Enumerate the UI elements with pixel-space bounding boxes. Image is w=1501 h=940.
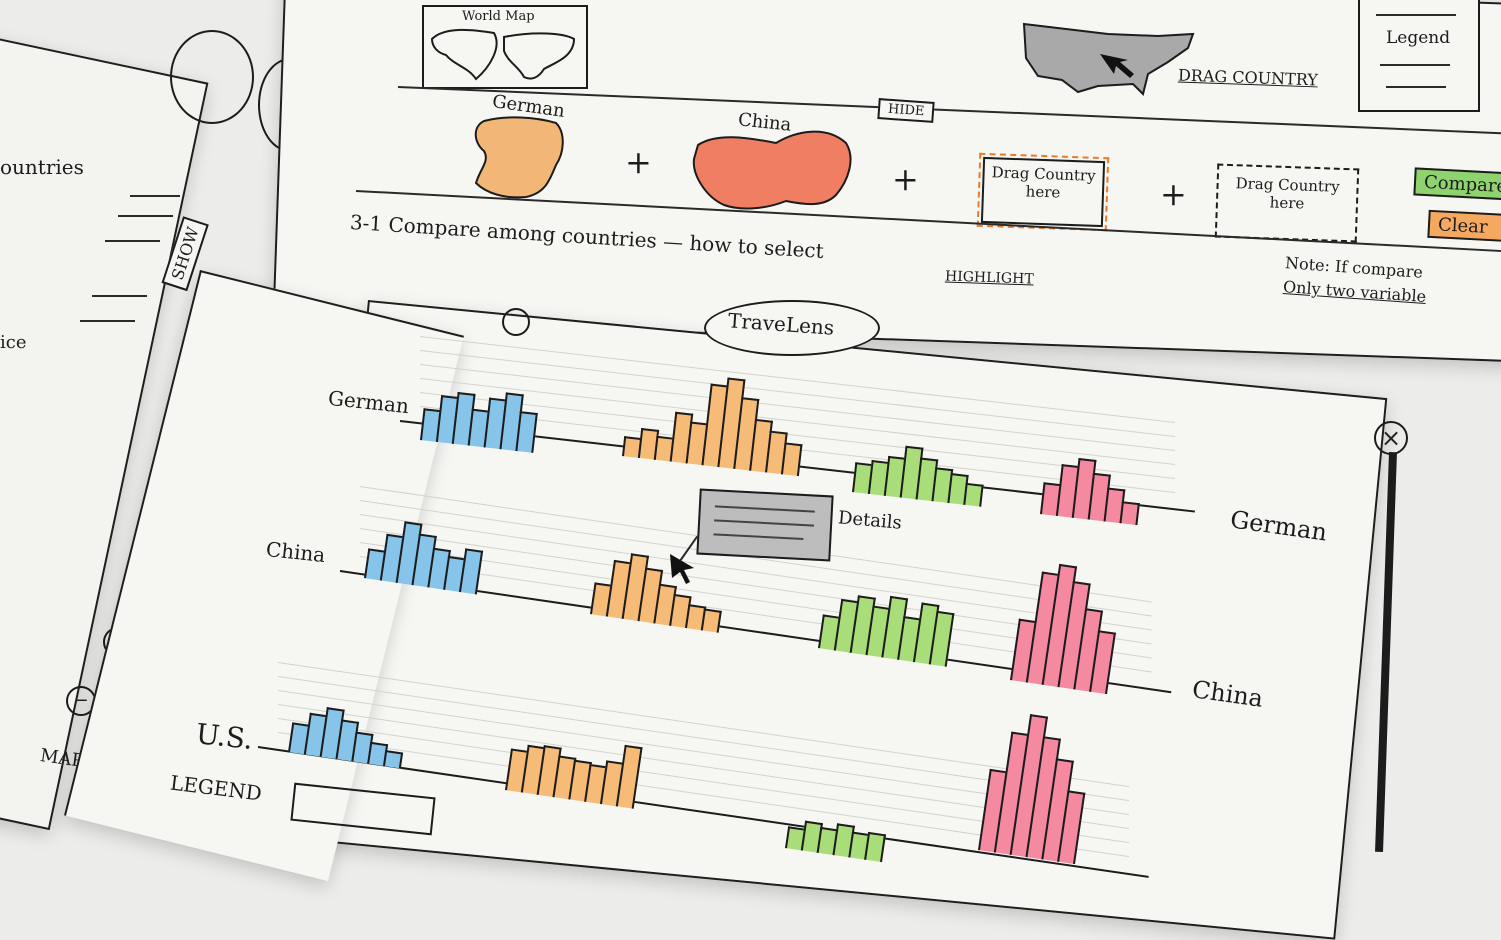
- legend-title: Legend: [1386, 28, 1451, 48]
- left-list-line: [92, 295, 147, 297]
- title-pill: [704, 300, 880, 356]
- histogram-green[interactable]: [785, 709, 900, 863]
- option-circle[interactable]: [502, 308, 530, 336]
- histogram-blue[interactable]: [288, 613, 419, 769]
- scroll-bar[interactable]: [1375, 451, 1397, 853]
- tooltip-line: [714, 519, 815, 527]
- legend-line: [1386, 86, 1446, 88]
- close-icon[interactable]: ×: [1374, 421, 1408, 455]
- tooltip-box: [696, 488, 834, 562]
- plus-2: +: [892, 160, 919, 198]
- histogram-orange[interactable]: [505, 651, 652, 809]
- plus-1: +: [625, 143, 652, 181]
- histogram-orange[interactable]: [622, 317, 813, 477]
- histogram-pink[interactable]: [1040, 375, 1151, 526]
- highlight-label: HIGHLIGHT: [944, 268, 1034, 288]
- histogram-bar: [1119, 501, 1140, 526]
- legend-line: [1380, 64, 1450, 66]
- row-label: U.S.: [194, 717, 255, 756]
- legend-line: [1376, 14, 1456, 16]
- drop-zone-1[interactable]: Drag Country here: [976, 152, 1110, 232]
- cursor-icon: [670, 554, 694, 584]
- compare-button[interactable]: Compare: [1413, 167, 1501, 201]
- drop-zone-2[interactable]: Drag Country here: [1214, 163, 1360, 243]
- china-shape-icon[interactable]: [686, 125, 861, 215]
- histogram-pink[interactable]: [978, 711, 1093, 865]
- histogram-bar: [780, 442, 803, 477]
- histogram-pink[interactable]: [1010, 541, 1125, 695]
- hide-tab[interactable]: HIDE: [877, 98, 936, 123]
- tooltip-line: [713, 533, 804, 541]
- usa-map-icon[interactable]: [1018, 14, 1208, 109]
- legend-panel: Legend: [1358, 0, 1480, 112]
- countries-label: ountries: [0, 155, 84, 179]
- histogram-bar: [700, 608, 722, 633]
- german-shape-icon[interactable]: [466, 113, 576, 203]
- histogram-bar: [382, 750, 404, 769]
- histogram-green[interactable]: [852, 353, 995, 507]
- world-map-icon: [430, 28, 576, 81]
- world-map-thumbnail[interactable]: World Map: [422, 5, 588, 89]
- left-sheet-ellipse: [170, 30, 254, 124]
- tooltip-line: [714, 505, 815, 513]
- histogram-blue[interactable]: [364, 439, 495, 595]
- drop-zone-2-text: Drag Country here: [1235, 174, 1340, 213]
- left-list-line: [130, 195, 180, 197]
- histogram-blue[interactable]: [420, 301, 547, 453]
- world-map-label: World Map: [462, 9, 535, 24]
- left-list-line: [118, 215, 173, 217]
- clear-button[interactable]: Clear: [1427, 209, 1501, 243]
- histogram-green[interactable]: [818, 509, 965, 667]
- left-list-line: [80, 320, 135, 322]
- left-list-line: [105, 240, 160, 242]
- partial-label: ice: [0, 332, 27, 353]
- histogram-bar: [963, 482, 984, 507]
- plus-3: +: [1160, 175, 1187, 213]
- drop-zone-1-text: Drag Country here: [991, 163, 1096, 202]
